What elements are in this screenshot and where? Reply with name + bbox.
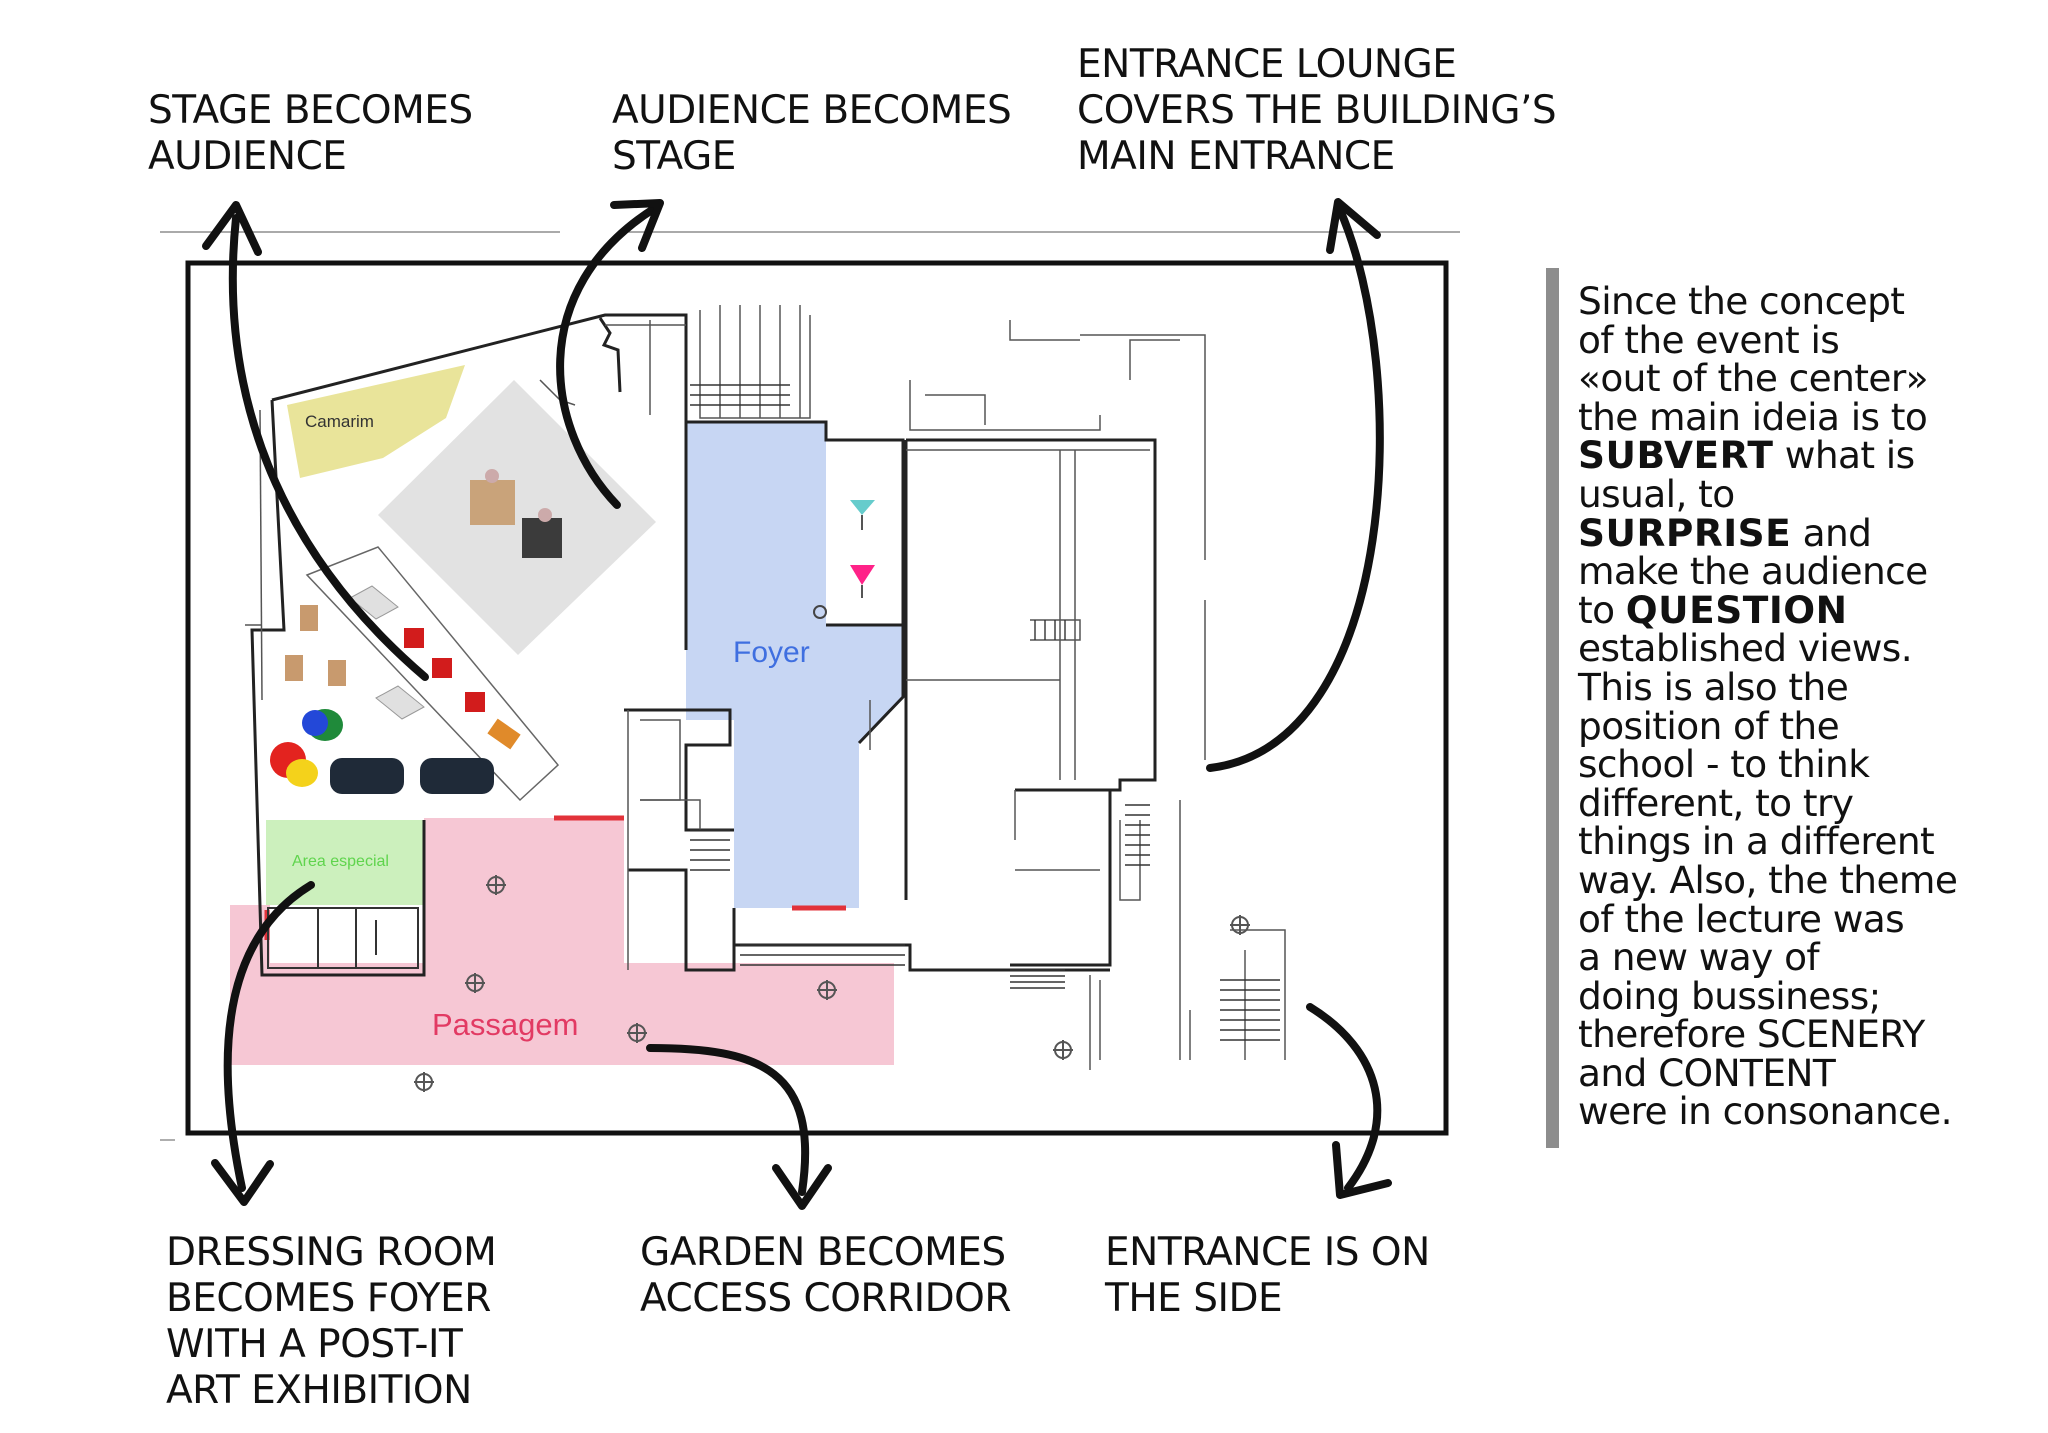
restroom-block	[267, 907, 419, 969]
beanbag-icon	[270, 709, 343, 787]
caption-line: ENTRANCE LOUNGE	[1077, 42, 1457, 87]
concept-line: usual, to	[1578, 471, 1735, 516]
concept-line-question: to QUESTION	[1578, 587, 2038, 632]
passagem-label: Passagem	[432, 1007, 578, 1042]
chair-icon	[285, 605, 346, 686]
concept-line: school - to think	[1578, 742, 1870, 787]
concept-line: things in a different	[1578, 819, 1935, 864]
caption-line: COVERS THE BUILDING’S	[1077, 88, 1557, 133]
foyer-zone	[686, 422, 902, 908]
concept-line: a new way of	[1578, 935, 1820, 980]
concept-fragment: to	[1578, 587, 1626, 632]
emphasis-subvert: SUBVERT	[1578, 433, 1774, 478]
plan-frame	[185, 260, 1449, 1136]
concept-line: position of the	[1578, 703, 1840, 748]
caption-line: STAGE	[612, 134, 736, 179]
sofa-icon	[330, 758, 494, 794]
camarim-label: Camarim	[305, 412, 374, 431]
concept-fragment: and	[1791, 510, 1872, 555]
caption-line: ENTRANCE IS ON	[1105, 1230, 1430, 1275]
stairs	[690, 384, 1280, 1041]
concept-fragment: what is	[1773, 433, 1915, 478]
plan-walls	[250, 313, 1157, 977]
caption-garden-corridor: GARDEN BECOMES ACCESS CORRIDOR	[640, 1230, 1011, 1322]
concept-line: «out of the center»	[1578, 356, 1929, 401]
foyer-label: Foyer	[733, 636, 810, 669]
concept-line: Since the concept	[1578, 279, 1905, 323]
concept-line: therefore SCENERY	[1578, 1012, 1925, 1057]
caption-audience-becomes-stage: AUDIENCE BECOMES STAGE	[612, 88, 1012, 180]
concept-line: way. Also, the theme	[1578, 857, 1958, 902]
plan-thin-lines	[245, 305, 1286, 1070]
cube-seat-icon	[404, 628, 485, 712]
area-especial-label: Area especial	[292, 853, 389, 870]
emphasis-surprise: SURPRISE	[1578, 510, 1792, 555]
caption-entrance-side: ENTRANCE IS ON THE SIDE	[1105, 1230, 1430, 1322]
concept-line: and CONTENT	[1578, 1050, 1836, 1095]
caption-line: THE SIDE	[1105, 1276, 1283, 1321]
caption-line: GARDEN BECOMES	[640, 1230, 1006, 1275]
concept-line: established views.	[1578, 626, 1913, 671]
caption-line: STAGE BECOMES	[148, 88, 473, 133]
caption-dressing-room: DRESSING ROOM BECOMES FOYER WITH A POST-…	[166, 1230, 497, 1414]
caption-line: AUDIENCE	[148, 134, 347, 179]
concept-line-subvert: SUBVERT what is	[1578, 436, 2038, 475]
concept-line: This is also the	[1578, 664, 1849, 709]
column-marker-icon	[414, 875, 1250, 1092]
caption-line: DRESSING ROOM	[166, 1230, 497, 1275]
concept-line: were in consonance.	[1578, 1089, 1953, 1134]
caption-line: ACCESS CORRIDOR	[640, 1276, 1011, 1321]
emphasis-question: QUESTION	[1625, 587, 1848, 632]
stage-zone	[378, 380, 656, 655]
concept-text: Since the concept of the event is «out o…	[1578, 282, 2038, 1131]
caption-line: ART EXHIBITION	[166, 1368, 472, 1413]
concept-line-surprise: SURPRISE and	[1578, 510, 2038, 555]
caption-stage-becomes-audience: STAGE BECOMES AUDIENCE	[148, 88, 473, 180]
concept-line: of the lecture was	[1578, 896, 1905, 941]
camarim-zone	[287, 365, 465, 478]
caption-line: WITH A POST-IT	[166, 1322, 463, 1367]
sidebar-accent-bar	[1546, 268, 1559, 1148]
caption-line: BECOMES FOYER	[166, 1276, 491, 1321]
mattress	[349, 585, 425, 720]
caption-entrance-lounge: ENTRANCE LOUNGE COVERS THE BUILDING’S MA…	[1077, 42, 1557, 180]
caption-line: MAIN ENTRANCE	[1077, 134, 1395, 179]
concept-line: doing bussiness;	[1578, 973, 1881, 1018]
curved-arrow-icon	[202, 198, 1392, 1210]
concept-line: different, to try	[1578, 780, 1854, 825]
caption-line: AUDIENCE BECOMES	[612, 88, 1012, 133]
concept-line: make the audience	[1578, 549, 1928, 594]
concept-line: the main ideia is to	[1578, 394, 1928, 439]
dancers-icon	[470, 469, 562, 558]
cocktail-glass-icon	[813, 500, 875, 619]
guide-lines	[160, 231, 1460, 1141]
concept-line: of the event is	[1578, 317, 1840, 362]
orange-cushion	[487, 718, 521, 750]
